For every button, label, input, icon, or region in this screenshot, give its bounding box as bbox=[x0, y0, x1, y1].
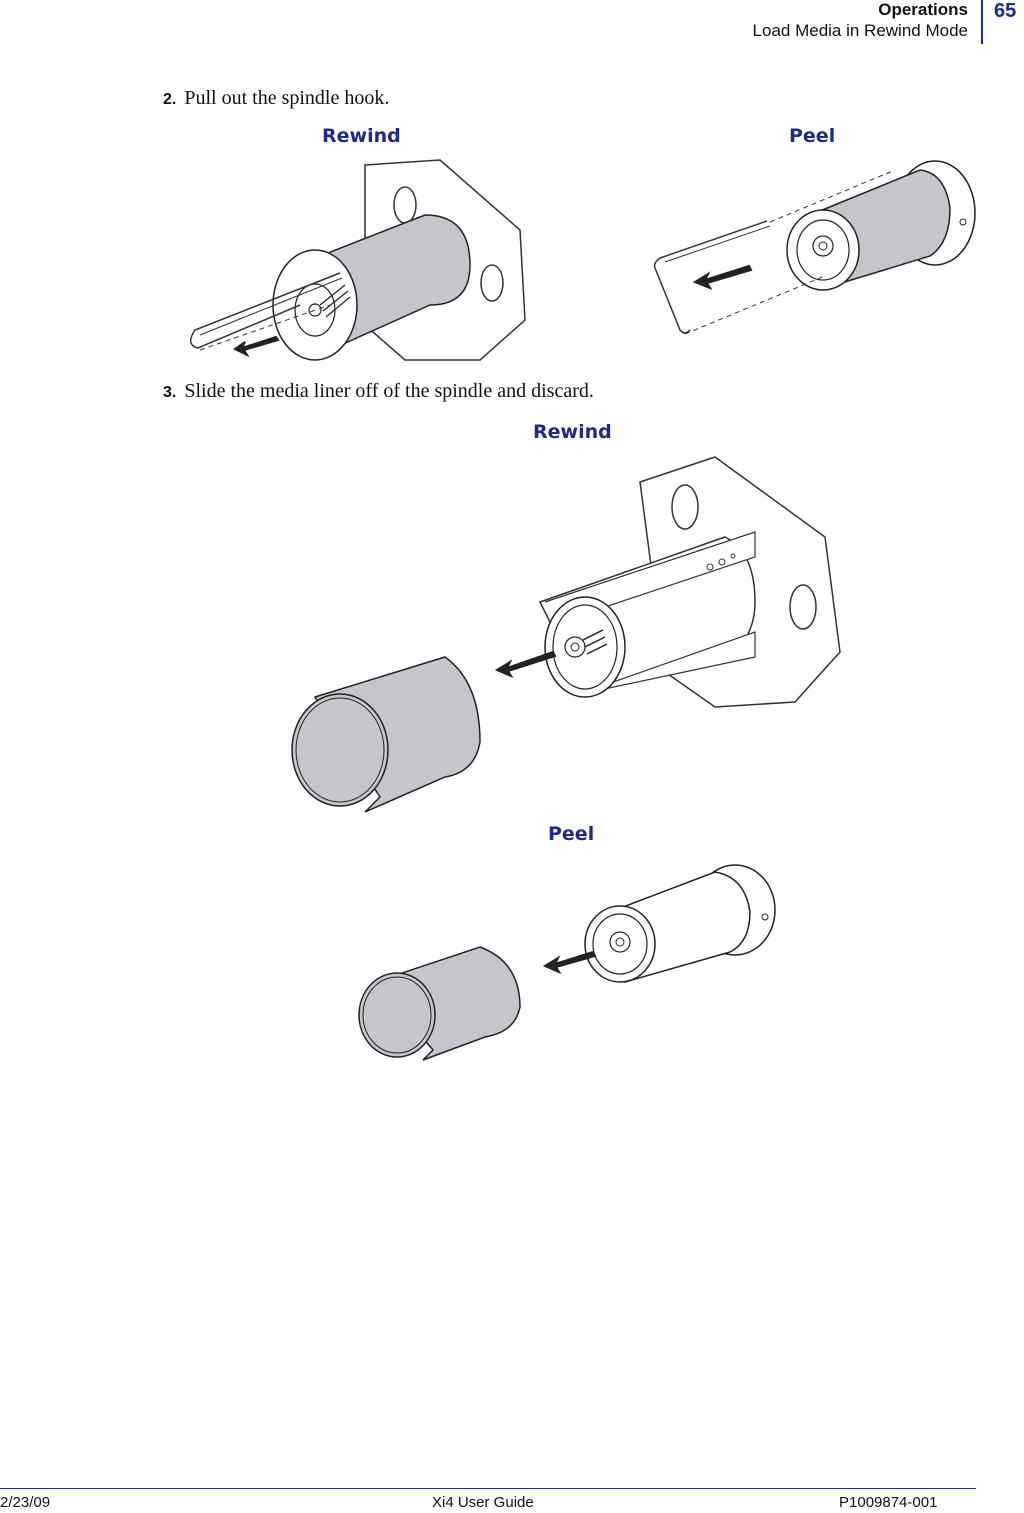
peel-liner-removal-illustration bbox=[358, 864, 776, 1061]
header-subsection-title: Load Media in Rewind Mode bbox=[752, 21, 968, 40]
figure-label-rewind-hook: Rewind bbox=[322, 125, 401, 147]
figure-label-peel-hook: Peel bbox=[789, 125, 836, 147]
peel-spindle-hook-illustration bbox=[653, 160, 976, 335]
rewind-spindle-hook-illustration bbox=[189, 159, 526, 361]
figure-label-rewind-liner: Rewind bbox=[533, 421, 612, 443]
figure-label-peel-liner: Peel bbox=[548, 823, 595, 845]
footer-divider bbox=[0, 1488, 976, 1489]
footer-title: Xi4 User Guide bbox=[432, 1494, 534, 1511]
step-2-text: Pull out the spindle hook. bbox=[184, 87, 390, 109]
step-2: 2. Pull out the spindle hook. bbox=[163, 87, 389, 110]
step-3-text: Slide the media liner off of the spindle… bbox=[184, 380, 594, 402]
step-3: 3. Slide the media liner off of the spind… bbox=[163, 380, 594, 403]
step-2-number: 2. bbox=[163, 91, 177, 108]
header-section-title: Operations bbox=[878, 0, 968, 19]
footer-part-number: P1009874-001 bbox=[839, 1494, 938, 1511]
page-number: 65 bbox=[994, 0, 1017, 22]
header-divider bbox=[981, 0, 983, 44]
step-3-number: 3. bbox=[163, 384, 177, 401]
footer-date: 2/23/09 bbox=[0, 1494, 51, 1511]
rewind-liner-removal-illustration bbox=[291, 456, 841, 813]
